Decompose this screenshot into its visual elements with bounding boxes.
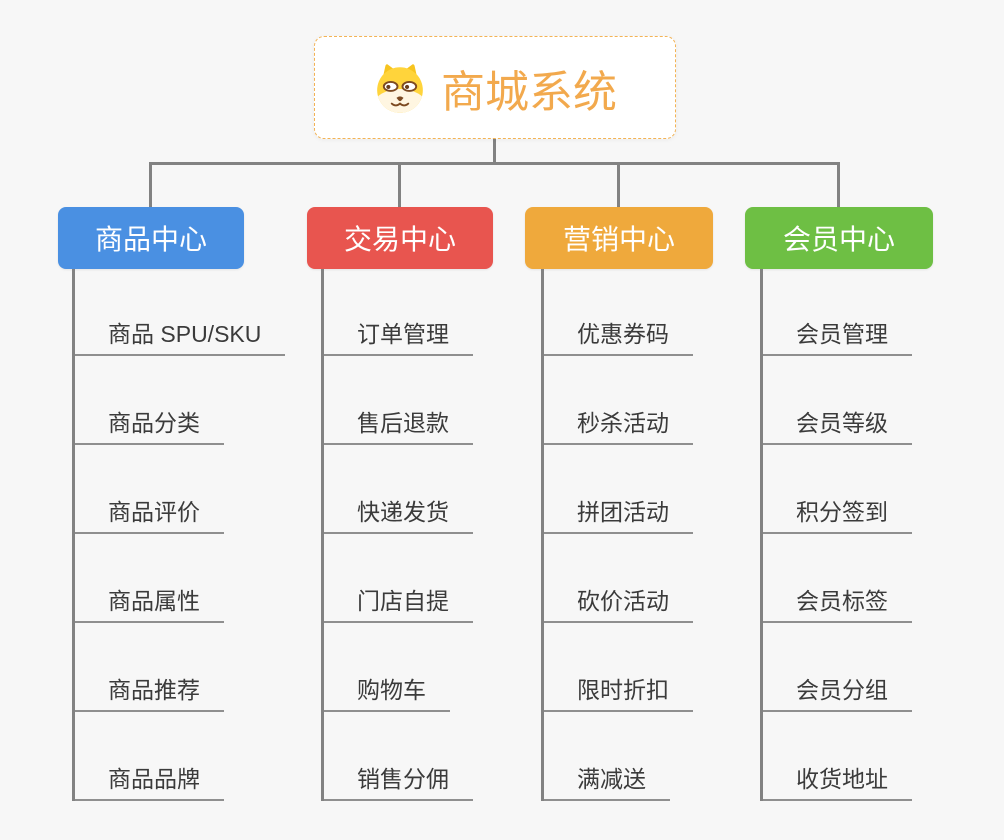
branch-node-marketing-center[interactable]: 营销中心 xyxy=(525,207,713,269)
leaf-item[interactable]: 门店自提 xyxy=(324,588,473,623)
connector-bus xyxy=(149,162,840,165)
root-node[interactable]: 商城系统 xyxy=(314,36,676,139)
leaf-item[interactable]: 商品分类 xyxy=(75,410,224,445)
branch-node-product-center[interactable]: 商品中心 xyxy=(58,207,244,269)
leaf-item[interactable]: 商品推荐 xyxy=(75,677,224,712)
leaf-item[interactable]: 会员等级 xyxy=(763,410,912,445)
connector-drop-product xyxy=(149,162,152,209)
branch-node-member-center[interactable]: 会员中心 xyxy=(745,207,933,269)
leaf-item[interactable]: 快递发货 xyxy=(324,499,473,534)
leaf-item[interactable]: 砍价活动 xyxy=(544,588,693,623)
leaf-item[interactable]: 限时折扣 xyxy=(544,677,693,712)
branch-column-product-center: 商品 SPU/SKU 商品分类 商品评价 商品属性 商品推荐 商品品牌 xyxy=(72,269,315,801)
leaf-item[interactable]: 商品评价 xyxy=(75,499,224,534)
root-title: 商城系统 xyxy=(441,67,617,117)
branch-label: 商品中心 xyxy=(94,224,207,255)
connector-drop-trade xyxy=(398,162,401,209)
branch-label: 会员中心 xyxy=(782,224,895,255)
leaf-item[interactable]: 商品品牌 xyxy=(75,766,224,801)
leaf-item[interactable]: 积分签到 xyxy=(763,499,912,534)
leaf-item[interactable]: 销售分佣 xyxy=(324,766,473,801)
leaf-item[interactable]: 会员分组 xyxy=(763,677,912,712)
connector-root-stem xyxy=(493,139,496,164)
branch-node-trade-center[interactable]: 交易中心 xyxy=(307,207,493,269)
branch-column-trade-center: 订单管理 售后退款 快递发货 门店自提 购物车 销售分佣 xyxy=(321,269,564,801)
leaf-item[interactable]: 购物车 xyxy=(324,677,450,712)
leaf-item[interactable]: 拼团活动 xyxy=(544,499,693,534)
connector-drop-member xyxy=(837,162,840,209)
leaf-item[interactable]: 秒杀活动 xyxy=(544,410,693,445)
leaf-item[interactable]: 满减送 xyxy=(544,766,670,801)
leaf-item[interactable]: 会员管理 xyxy=(763,321,912,356)
dog-face-icon xyxy=(377,63,423,113)
connector-drop-marketing xyxy=(617,162,620,209)
leaf-item[interactable]: 优惠券码 xyxy=(544,321,693,356)
branch-column-member-center: 会员管理 会员等级 积分签到 会员标签 会员分组 收货地址 xyxy=(760,269,1003,801)
leaf-item[interactable]: 商品属性 xyxy=(75,588,224,623)
branch-label: 交易中心 xyxy=(343,224,456,255)
branch-column-marketing-center: 优惠券码 秒杀活动 拼团活动 砍价活动 限时折扣 满减送 xyxy=(541,269,784,801)
leaf-item[interactable]: 订单管理 xyxy=(324,321,473,356)
leaf-item[interactable]: 售后退款 xyxy=(324,410,473,445)
leaf-item[interactable]: 商品 SPU/SKU xyxy=(75,321,286,356)
leaf-item[interactable]: 收货地址 xyxy=(763,766,912,801)
branch-label: 营销中心 xyxy=(562,224,675,255)
leaf-item[interactable]: 会员标签 xyxy=(763,588,912,623)
